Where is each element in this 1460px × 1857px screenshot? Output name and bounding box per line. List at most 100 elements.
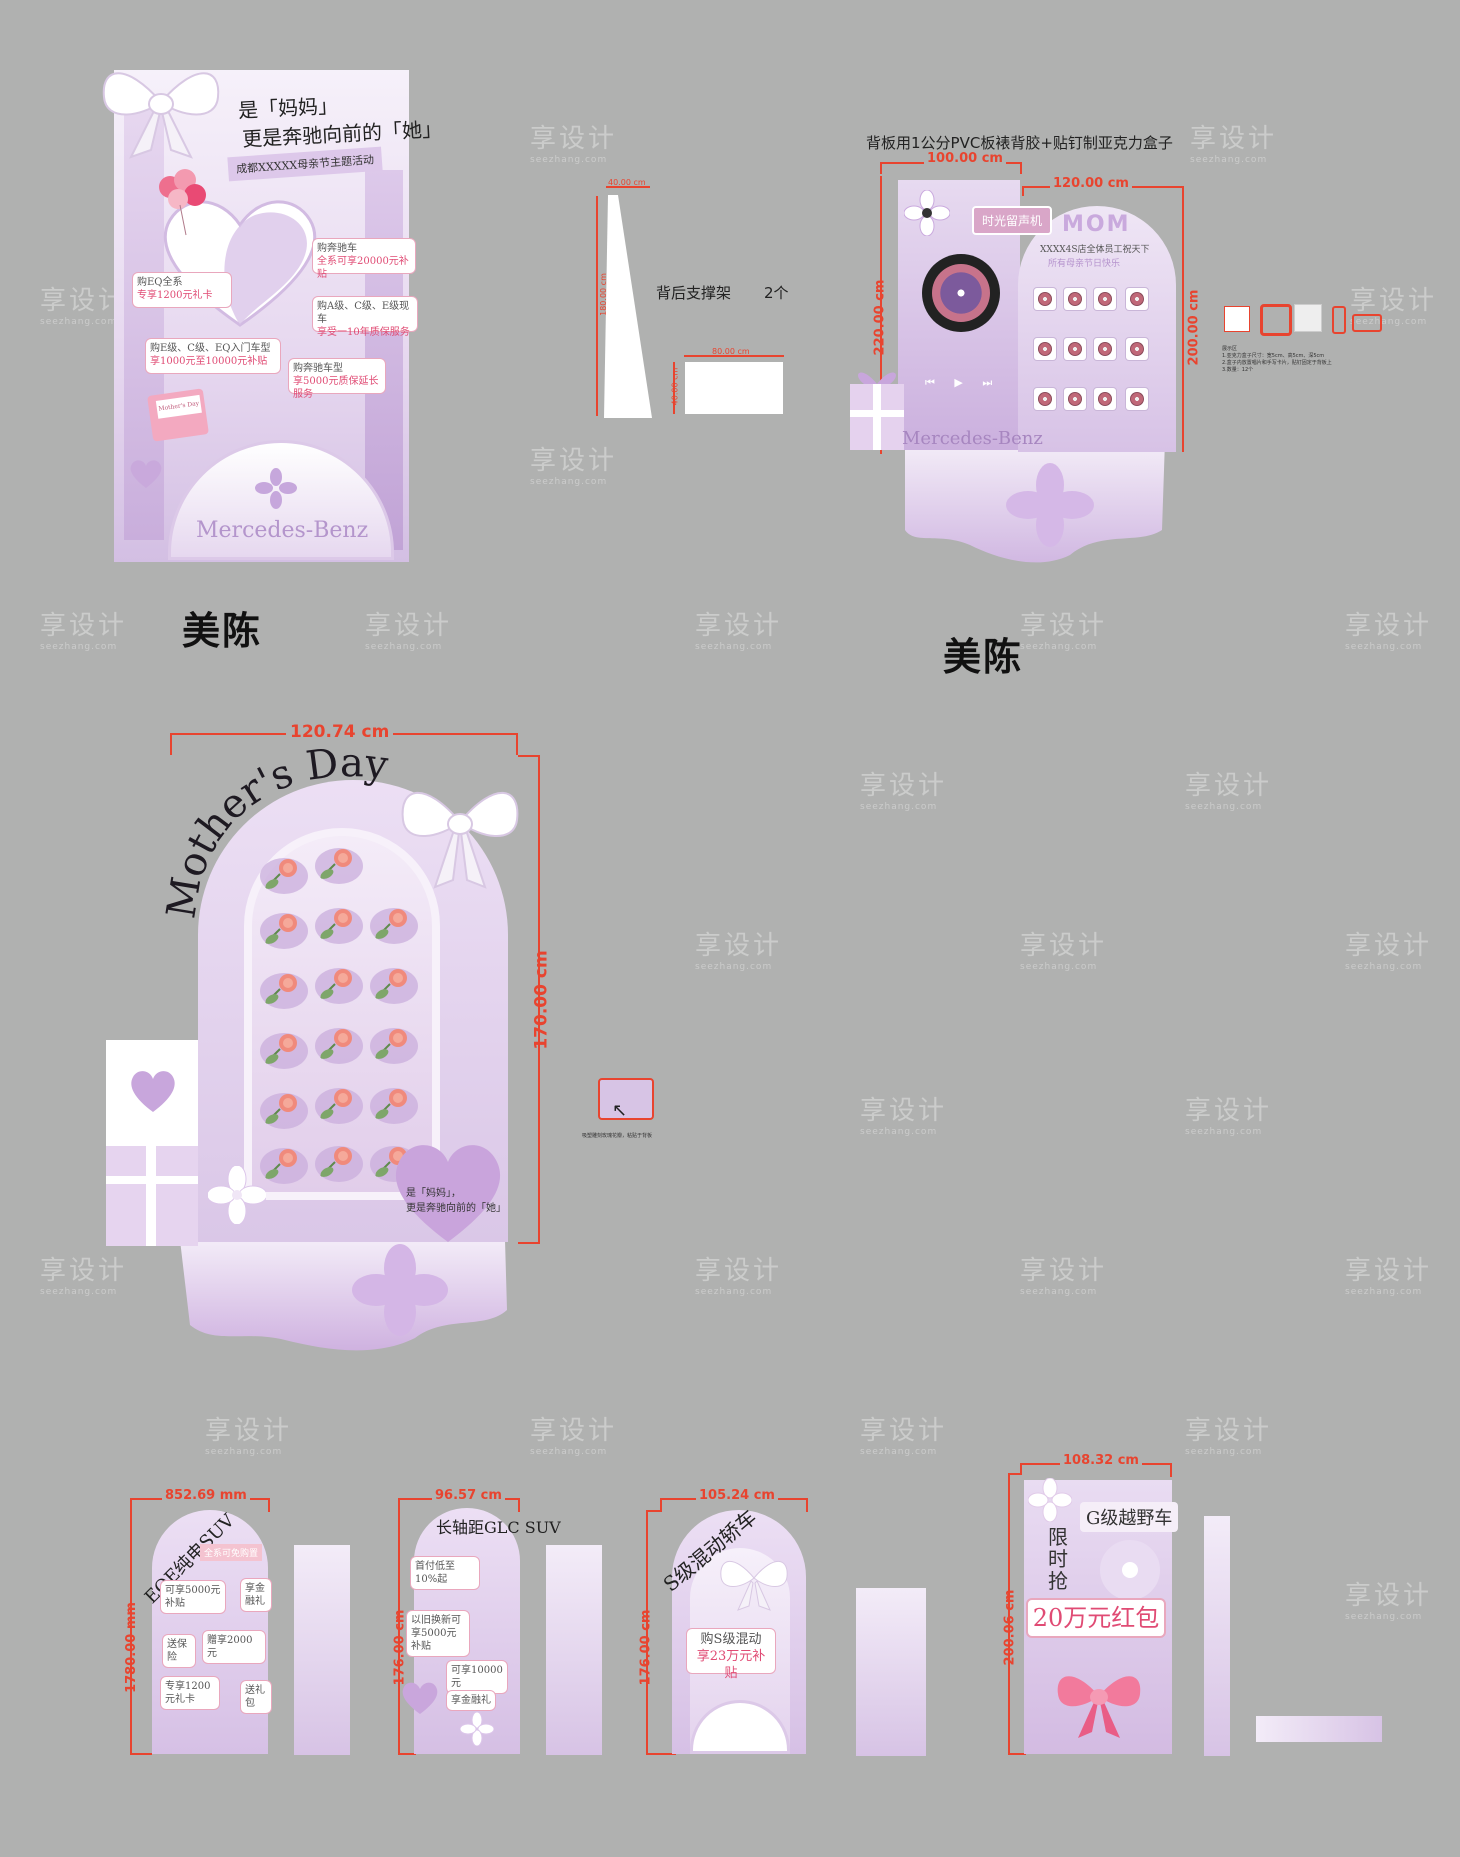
cd-slot [1034, 338, 1056, 360]
cd-slot [1034, 288, 1056, 310]
small-panel-4-dim-w: 108.32 cm [1060, 1453, 1142, 1468]
panel-c-quote-1: 是「妈妈」， [406, 1188, 461, 1199]
support-box [685, 362, 783, 414]
small-panel-2-tag: 首付低至10%起 [410, 1556, 480, 1590]
watermark-site: seezhang.com [695, 642, 773, 652]
heart-icon [130, 460, 162, 488]
watermark-brand: 享设计 [205, 1416, 293, 1446]
gift-box-icon [106, 1146, 198, 1246]
acrylic-box-thumb [1224, 306, 1250, 332]
small-panel-2-pillar [546, 1545, 602, 1755]
panel-b-dim-h1: 220.00 cm [872, 279, 888, 356]
flower-icon [460, 1712, 494, 1746]
small-panel-3-pillar [856, 1588, 926, 1756]
panel-b-dim-w1: 100.00 cm [924, 151, 1006, 166]
cd-slot [1094, 288, 1116, 310]
panel-b-note: 3.数量：12个 [1222, 367, 1254, 373]
arrow-icon: ↖ [612, 1100, 628, 1121]
watermark-brand: 享设计 [1345, 611, 1433, 641]
small-panel-2-title: 长轴距GLC SUV [436, 1518, 561, 1537]
cd-slot [1064, 388, 1086, 410]
player-controls-icon: ⏮ ▶ ⏭ [925, 376, 1001, 389]
small-panel-1-dim-w: 852.69 mm [162, 1488, 250, 1503]
acrylic-box-thumb [1294, 304, 1322, 332]
acrylic-box-thumb [1260, 304, 1292, 336]
support-count: 2个 [764, 284, 789, 302]
small-panel-3-tag-line: 购S级混动 [700, 1632, 762, 1647]
panel-b-badge: 时光留声机 [972, 206, 1053, 235]
heart-icon [395, 1145, 501, 1242]
watermark-site: seezhang.com [1190, 155, 1268, 165]
panel-c-title: Mother's Day [160, 740, 391, 921]
watermark-site: seezhang.com [860, 802, 938, 812]
watermark-site: seezhang.com [530, 155, 608, 165]
small-panel-4-dim-h: 200.06 cm [1002, 1589, 1018, 1666]
panel-a-tag-3-main: 享受一10年质保服务 [317, 327, 410, 338]
watermark-brand: 享设计 [40, 611, 128, 641]
watermark-brand: 享设计 [40, 286, 128, 316]
support-box-height: 40.00 cm [670, 367, 680, 406]
watermark-site: seezhang.com [1185, 1447, 1263, 1457]
flower-icon [904, 190, 950, 236]
watermark-site: seezhang.com [1020, 642, 1098, 652]
watermark-site: seezhang.com [40, 642, 118, 652]
panel-a-tag-3: 购A级、C级、E级现车享受一10年质保服务 [312, 296, 418, 338]
small-panel-2-tag: 以旧换新可享5000元补贴 [406, 1610, 470, 1657]
watermark-site: seezhang.com [1345, 962, 1423, 972]
cd-slot [1034, 388, 1056, 410]
watermark-brand: 享设计 [1020, 931, 1108, 961]
envelope-icon: Mother's Day [147, 388, 209, 442]
watermark-brand: 享设计 [695, 1256, 783, 1286]
panel-a-tag-4-pre: 购E级、C级、EQ入门车型 [150, 343, 271, 354]
panel-a-tag-4-main: 享1000元至10000元补贴 [150, 356, 268, 367]
gift-box-icon [850, 372, 904, 450]
flower-icon [208, 1166, 266, 1224]
watermark-brand: 享设计 [365, 611, 453, 641]
small-panel-1-tag: 可享5000元补贴 [160, 1580, 226, 1614]
rose-detail-thumb: ↖ [598, 1078, 654, 1121]
watermark-brand: 享设计 [1185, 1096, 1273, 1126]
small-panel-4-title: G级越野车 [1080, 1502, 1179, 1532]
small-panel-3-dim-h: 176.00 cm [638, 1609, 654, 1686]
support-triangle [604, 195, 652, 418]
panel-a-tag-1: 购奔驰车全系可享20000元补贴 [312, 238, 416, 280]
watermark-site: seezhang.com [365, 642, 443, 652]
bow-icon [720, 1560, 788, 1611]
heart-icon [131, 1071, 175, 1112]
watermark-site: seezhang.com [695, 962, 773, 972]
watermark-brand: 享设计 [530, 124, 618, 154]
panel-a-tag-5-pre: 购奔驰车型 [293, 363, 343, 374]
watermark-site: seezhang.com [40, 1287, 118, 1297]
panel-c-quote: 是「妈妈」， 更是奔驰向前的「她」 [406, 1186, 506, 1216]
panel-b-line: XXXX4S店全体员工祝天下 [1040, 245, 1150, 255]
support-box-width: 80.00 cm [712, 347, 750, 356]
bow-icon [102, 72, 220, 159]
panel-c-base [180, 1240, 507, 1351]
panel-a-tag-3-pre: 购A级、C级、E级现车 [317, 301, 410, 325]
small-panel-4-vertical: 限时抢 [1048, 1525, 1068, 1593]
watermark-site: seezhang.com [1350, 317, 1428, 327]
small-panel-3-dim-w: 105.24 cm [696, 1488, 778, 1503]
small-panel-1-badge: 全系可免购置 [200, 1544, 263, 1561]
cd-slot [1064, 338, 1086, 360]
panel-b-note: 展示区 [1222, 346, 1238, 352]
panel-a-tag-2-pre: 购EQ全系 [137, 277, 183, 288]
svg-text:Mother's Day: Mother's Day [160, 740, 391, 921]
panel-b-note: 1.亚克力盒子尺寸：宽5cm、高5cm、深5cm [1222, 353, 1325, 359]
cd-slot [1094, 338, 1116, 360]
watermark-brand: 享设计 [40, 1256, 128, 1286]
watermark-site: seezhang.com [695, 1287, 773, 1297]
panel-b-dim-w2: 120.00 cm [1050, 176, 1132, 191]
